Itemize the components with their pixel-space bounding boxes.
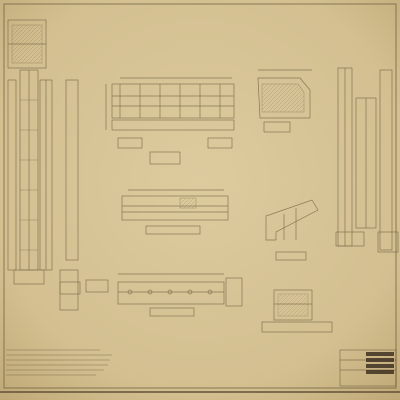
top-right-section-view	[257, 69, 312, 133]
border-frame	[3, 3, 397, 389]
small-section-details	[117, 137, 233, 165]
angled-bracket-detail	[265, 199, 319, 261]
left-column-elevation	[7, 19, 79, 311]
small-left-detail	[59, 279, 109, 295]
top-center-plan-view	[105, 77, 235, 131]
middle-beam-section	[121, 189, 229, 235]
bottom-rail-detail	[117, 273, 243, 317]
right-column-elevation	[335, 67, 399, 253]
bottom-right-small-detail	[261, 289, 333, 333]
notes-block	[6, 349, 112, 376]
title-stamp	[366, 352, 394, 374]
